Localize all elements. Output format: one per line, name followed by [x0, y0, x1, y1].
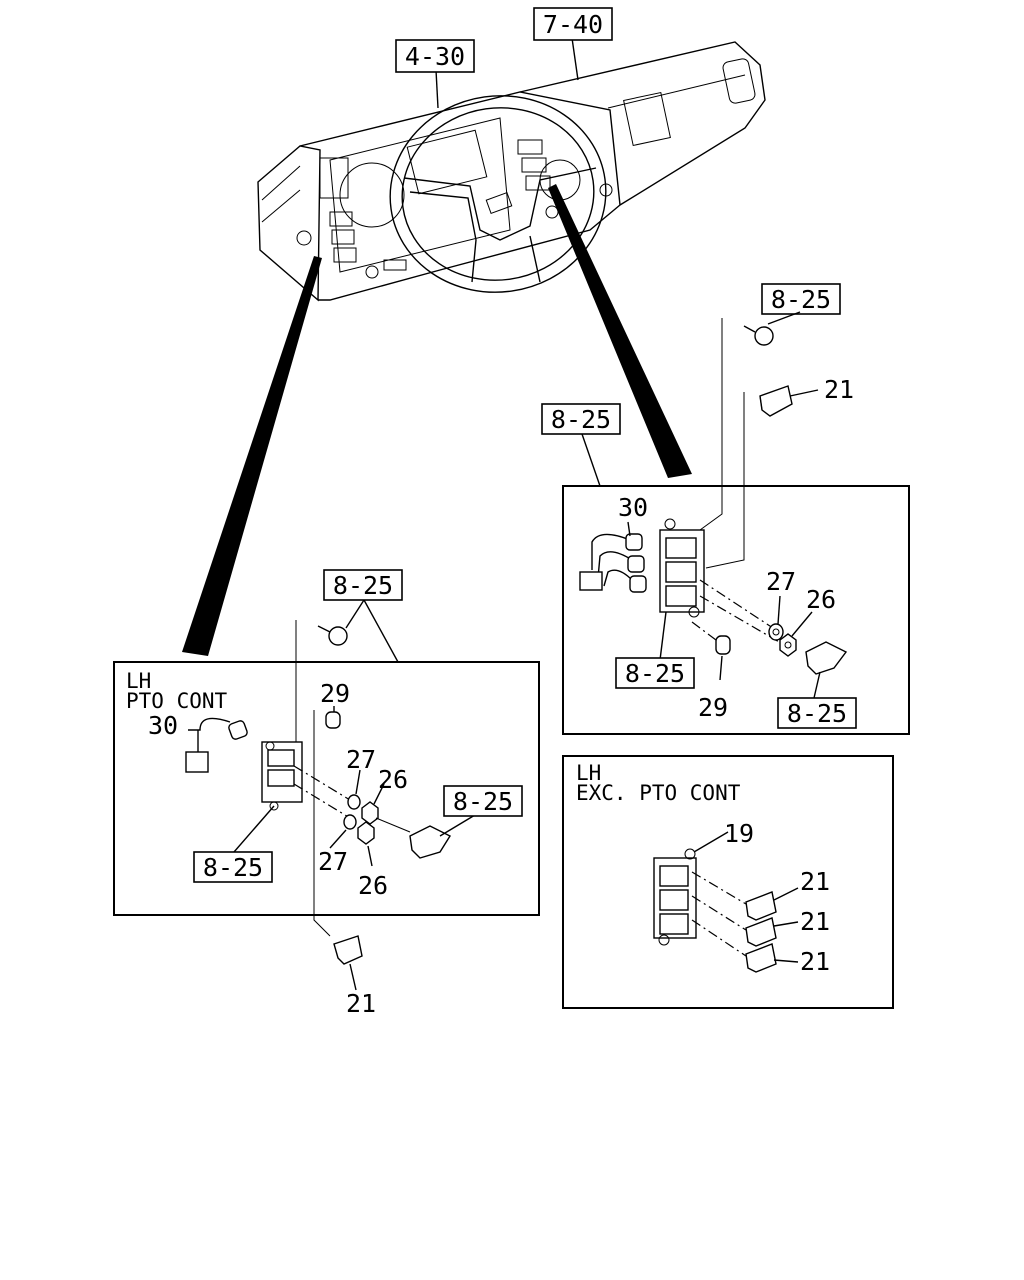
washer-27-right — [768, 623, 784, 641]
switch-assembly-left — [261, 741, 303, 811]
svg-text:26: 26 — [358, 871, 388, 900]
svg-text:8-25: 8-25 — [625, 659, 685, 688]
ref-8-25-right-bracket: 8-25 — [777, 697, 857, 729]
clip-21a-exc — [745, 891, 777, 921]
svg-text:27: 27 — [766, 567, 796, 596]
dashboard-illustration — [182, 37, 766, 656]
nut-26a-left — [361, 801, 379, 825]
svg-text:LH: LH — [576, 761, 601, 785]
nut-26-right — [779, 633, 797, 657]
svg-text:29: 29 — [698, 693, 728, 722]
bracket-right — [805, 641, 848, 675]
ref-4-30: 4-30 — [395, 39, 475, 73]
svg-text:7-40: 7-40 — [543, 10, 603, 39]
harness-30-left — [185, 717, 248, 773]
ref-8-25-left-switch: 8-25 — [193, 851, 273, 883]
bracket-left — [409, 825, 452, 859]
svg-text:21: 21 — [346, 989, 376, 1018]
svg-text:30: 30 — [148, 711, 178, 740]
nut-26b-left — [357, 821, 375, 845]
ref-8-25-right-box: 8-25 — [541, 403, 621, 435]
screw-part — [743, 325, 774, 346]
svg-text:30: 30 — [618, 493, 648, 522]
svg-text:21: 21 — [824, 375, 854, 404]
svg-text:21: 21 — [800, 907, 830, 936]
ref-8-25-left-top: 8-25 — [323, 569, 403, 601]
svg-text:LH: LH — [126, 669, 151, 693]
clip-21c-exc — [745, 943, 777, 973]
svg-text:8-25: 8-25 — [333, 571, 393, 600]
svg-text:8-25: 8-25 — [551, 405, 611, 434]
svg-text:27: 27 — [346, 745, 376, 774]
ref-7-40: 7-40 — [533, 7, 613, 41]
svg-text:26: 26 — [378, 765, 408, 794]
exc-pto-panel — [562, 755, 894, 1009]
left-pto-panel — [113, 661, 540, 916]
svg-text:PTO CONT: PTO CONT — [126, 689, 228, 713]
ref-8-25-left-bracket: 8-25 — [443, 785, 523, 817]
svg-text:19: 19 — [724, 819, 754, 848]
svg-text:8-25: 8-25 — [771, 285, 831, 314]
washer-27a-left — [347, 794, 361, 810]
switch-assembly-right — [659, 518, 705, 618]
ref-8-25-right-switch: 8-25 — [615, 657, 695, 689]
harness-30-right — [579, 533, 647, 593]
cap-29-left — [325, 711, 341, 729]
svg-text:8-25: 8-25 — [787, 699, 847, 728]
svg-text:EXC. PTO CONT: EXC. PTO CONT — [576, 781, 741, 805]
svg-text:27: 27 — [318, 847, 348, 876]
svg-text:4-30: 4-30 — [405, 42, 465, 71]
washer-27b-left — [343, 814, 357, 830]
svg-text:21: 21 — [800, 867, 830, 896]
cap-29-right — [715, 635, 731, 655]
clip-21-top — [759, 385, 793, 417]
right-pto-panel — [562, 485, 910, 735]
svg-text:21: 21 — [800, 947, 830, 976]
svg-text:8-25: 8-25 — [203, 853, 263, 882]
switch-assembly-exc — [653, 848, 697, 946]
clip-21b-exc — [745, 917, 777, 947]
svg-text:29: 29 — [320, 679, 350, 708]
svg-text:26: 26 — [806, 585, 836, 614]
ref-8-25-top: 8-25 — [761, 283, 841, 315]
screw-left — [317, 625, 348, 646]
svg-text:8-25: 8-25 — [453, 787, 513, 816]
clip-21-bottom — [333, 935, 363, 965]
